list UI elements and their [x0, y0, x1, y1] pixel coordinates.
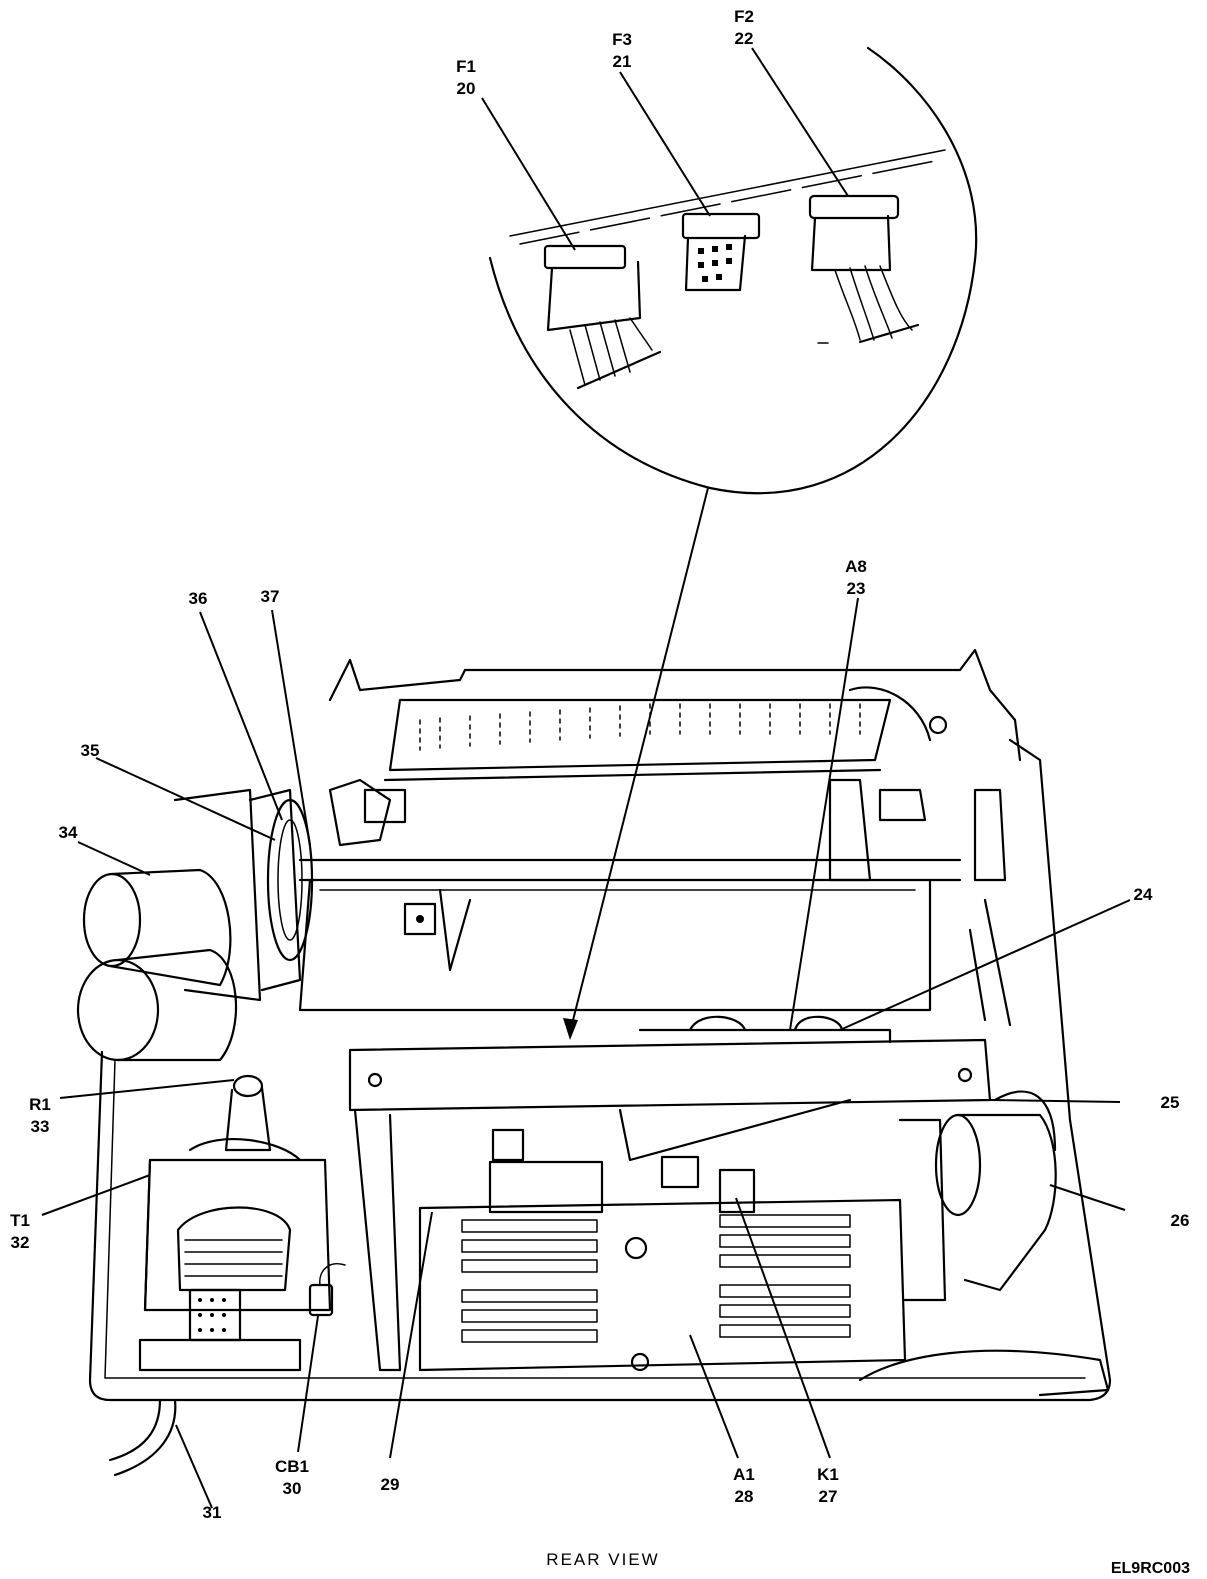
potentiometer-r1: [188, 1074, 302, 1162]
callout-ref-28: A1: [733, 1465, 755, 1484]
callout-31: 31: [203, 1503, 222, 1522]
motor-26: [858, 1090, 1110, 1397]
callout-ref-21: F3: [612, 30, 632, 49]
chassis-assembly: [76, 648, 1112, 1477]
callout-item-21: 21: [613, 52, 632, 71]
callout-24: 24: [1134, 885, 1153, 904]
motor-34: [76, 788, 262, 1062]
callout-26: 26: [1171, 1211, 1190, 1230]
callout-item-31: 31: [203, 1503, 222, 1522]
circuit-breaker-cb1: [308, 1263, 346, 1317]
fuse-f1: [543, 244, 662, 390]
detail-pointer-arrow: [563, 487, 709, 1040]
board-a1: [418, 1128, 907, 1372]
callout-36: 36: [189, 589, 208, 608]
callout-item-37: 37: [261, 587, 280, 606]
callout-item-23: 23: [847, 579, 866, 598]
fuse-f3: [681, 212, 761, 292]
callout-25: 25: [1161, 1093, 1180, 1112]
callout-item-35: 35: [81, 741, 100, 760]
transformer-t1: [138, 1158, 332, 1372]
callout-item-24: 24: [1134, 885, 1153, 904]
callout-35: 35: [81, 741, 100, 760]
callout-item-25: 25: [1161, 1093, 1180, 1112]
callout-ref-33: R1: [29, 1095, 51, 1114]
callout-ref-20: F1: [456, 57, 476, 76]
callout-item-29: 29: [381, 1475, 400, 1494]
board-a8-bracket: [348, 1015, 992, 1372]
callout-item-34: 34: [59, 823, 78, 842]
callout-item-28: 28: [735, 1487, 754, 1506]
callout-ref-23: A8: [845, 557, 867, 576]
fuse-f2: [808, 194, 920, 344]
callout-item-33: 33: [31, 1117, 50, 1136]
figure-id: EL9RC003: [1111, 1560, 1190, 1577]
callout-ref-32: T1: [10, 1211, 30, 1230]
callout-item-32: 32: [11, 1233, 30, 1252]
callout-ref-30: CB1: [275, 1457, 309, 1476]
fuse-detail-inset: [488, 46, 978, 495]
callout-34: 34: [59, 823, 78, 842]
view-caption: REAR VIEW: [546, 1550, 659, 1569]
callout-item-20: 20: [457, 79, 476, 98]
callout-29: 29: [381, 1475, 400, 1494]
callout-item-22: 22: [735, 29, 754, 48]
leader-lines: [41, 47, 1131, 1509]
gear-35: [248, 788, 314, 992]
callout-item-27: 27: [819, 1487, 838, 1506]
callout-37: 37: [261, 587, 280, 606]
callout-ref-27: K1: [817, 1465, 839, 1484]
power-cord-31: [108, 1398, 177, 1477]
callout-ref-22: F2: [734, 7, 754, 26]
callout-item-26: 26: [1171, 1211, 1190, 1230]
callout-item-30: 30: [283, 1479, 302, 1498]
callout-item-36: 36: [189, 589, 208, 608]
